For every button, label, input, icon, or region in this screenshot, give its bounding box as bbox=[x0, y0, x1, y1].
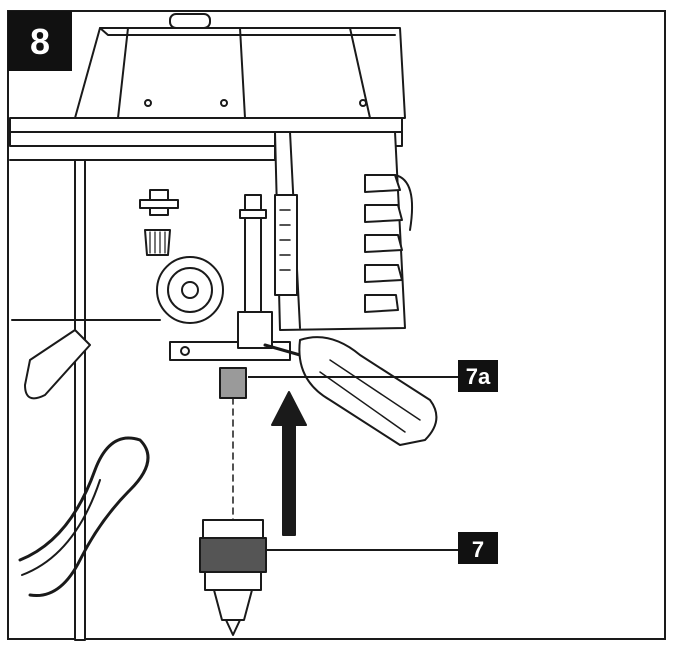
callout-7: 7 bbox=[266, 532, 498, 564]
handle-grip-ribs bbox=[364, 174, 414, 313]
column bbox=[74, 159, 86, 641]
drill-press-drawing bbox=[9, 13, 438, 641]
callout-7a: 7a bbox=[248, 360, 498, 392]
drill-chuck-7 bbox=[199, 519, 267, 636]
power-cord bbox=[18, 436, 150, 598]
callout-label-7: 7 bbox=[472, 537, 484, 562]
step-number: 8 bbox=[30, 21, 50, 62]
head-plate bbox=[9, 117, 403, 133]
callout-label-7a: 7a bbox=[466, 364, 491, 389]
step-badge: 8 bbox=[8, 11, 72, 71]
left-feed-handle bbox=[24, 329, 91, 400]
spindle-7a bbox=[219, 367, 247, 399]
insertion-arrow bbox=[271, 391, 307, 536]
screwdriver bbox=[263, 336, 438, 446]
